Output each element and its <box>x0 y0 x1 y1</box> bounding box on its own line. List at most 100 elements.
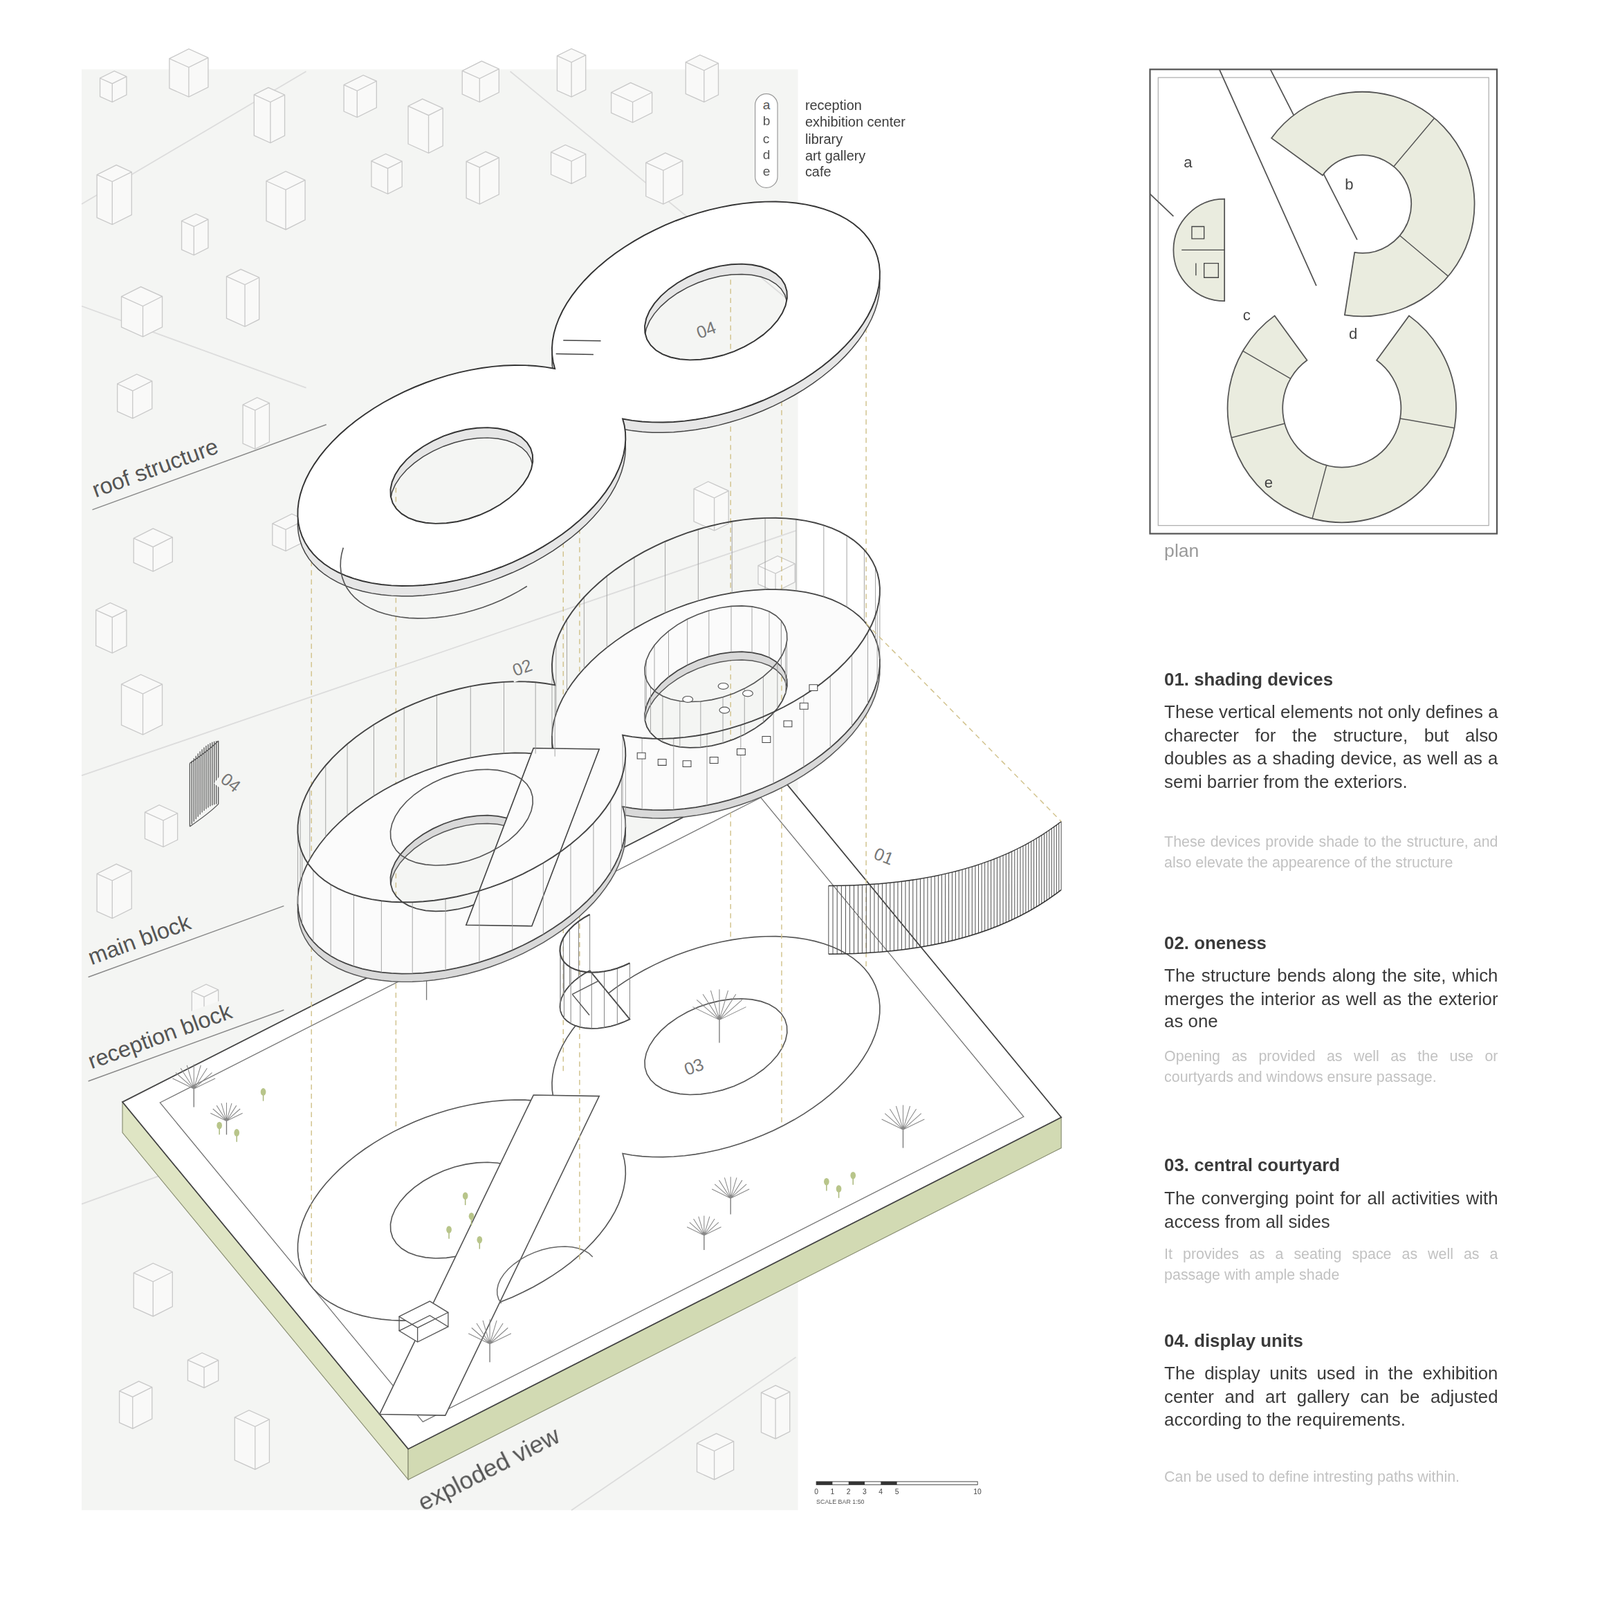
legend-text: art gallery <box>805 148 866 164</box>
section-heading: 02. oneness <box>1164 932 1267 954</box>
site-footprint <box>297 936 880 1322</box>
context-building <box>226 269 259 327</box>
context-building <box>133 1263 173 1317</box>
shrub-symbol <box>476 1236 483 1244</box>
reception-floor <box>559 970 630 1029</box>
scale-number: 4 <box>878 1487 883 1497</box>
reception-wall <box>560 914 631 1029</box>
cafe-seat <box>682 695 694 703</box>
context-building <box>96 603 127 654</box>
context-building <box>96 165 132 225</box>
context-building <box>646 152 683 205</box>
scale-number: 3 <box>862 1487 867 1497</box>
tree-symbol <box>468 1319 512 1363</box>
section-note: These devices provide shade to the struc… <box>1164 831 1498 873</box>
roof-ring <box>340 547 528 619</box>
scale-bar <box>816 1481 978 1485</box>
tree-branches <box>881 1105 925 1130</box>
plan-partition <box>1231 118 1455 519</box>
projection-line <box>395 395 397 1131</box>
context-building <box>266 171 306 230</box>
shrub-symbol <box>836 1184 842 1193</box>
legend-letter: d <box>762 148 771 164</box>
reception-partition <box>572 970 630 1019</box>
projection-line <box>866 623 1062 822</box>
shrub-symbol <box>233 1128 240 1137</box>
shrub-symbol <box>462 1192 469 1201</box>
plan-letter: b <box>1344 175 1354 193</box>
context-building <box>760 1385 790 1439</box>
shrub-symbol <box>850 1171 856 1180</box>
section-body: The display units used in the exhibition… <box>1164 1362 1498 1432</box>
context-building <box>685 55 719 103</box>
section-body: The structure bends along the site, whic… <box>1164 964 1498 1034</box>
cafe-seat <box>719 706 730 714</box>
context-building <box>462 60 499 102</box>
scale-segment <box>880 1481 897 1485</box>
tree-symbol <box>711 1176 750 1215</box>
tree-branches <box>210 1102 243 1122</box>
plan-letter: d <box>1348 324 1358 342</box>
shading-louvres <box>828 821 1062 954</box>
shrub-symbol <box>823 1178 830 1186</box>
legend-frame <box>755 94 778 189</box>
legend-letter: b <box>762 114 771 131</box>
context-building <box>169 49 209 97</box>
shrub-symbol <box>260 1088 267 1096</box>
shrub-symbol <box>216 1122 223 1130</box>
context-building <box>466 151 499 205</box>
plan-ring <box>1271 92 1475 317</box>
context-building <box>371 153 402 194</box>
tree-symbol <box>692 989 746 1043</box>
context-building <box>100 71 127 103</box>
plan-room <box>1181 226 1225 278</box>
legend-letter: c <box>762 131 770 147</box>
section-heading: 01. shading devices <box>1164 669 1333 691</box>
context-road <box>571 1357 797 1511</box>
scale-number: 5 <box>895 1487 900 1497</box>
projection-line <box>865 235 867 971</box>
context-building <box>234 1410 270 1470</box>
tree-branches <box>172 1064 216 1089</box>
shrub-symbol <box>446 1225 452 1234</box>
scale-number: 10 <box>973 1487 982 1497</box>
context-building <box>758 556 795 593</box>
roof-slot <box>556 340 602 355</box>
cafe-counter <box>637 684 818 768</box>
context-building <box>133 528 173 572</box>
legend-text: cafe <box>805 164 832 181</box>
projection-line <box>729 206 731 941</box>
legend-letter: a <box>762 98 771 114</box>
tree-branches <box>692 989 746 1020</box>
plan-frame <box>1149 69 1497 534</box>
context-road <box>81 306 307 389</box>
plan-ring <box>1227 315 1457 523</box>
context-building <box>253 87 285 144</box>
tree-symbol <box>686 1215 721 1250</box>
scale-number: 0 <box>814 1487 819 1497</box>
tree-branches <box>468 1319 512 1344</box>
plan-site <box>1157 77 1489 526</box>
context-building <box>187 1353 218 1388</box>
main-slab <box>297 589 880 974</box>
context-building <box>181 213 209 256</box>
cafe-seat <box>718 683 729 690</box>
context-building <box>697 1433 734 1480</box>
site-path <box>497 1246 593 1304</box>
scale-segment <box>848 1481 865 1485</box>
scale-segment <box>816 1481 833 1485</box>
context-building <box>242 397 270 449</box>
section-body: The converging point for all activities … <box>1164 1187 1498 1234</box>
section-heading: 03. central courtyard <box>1164 1155 1340 1176</box>
plan-drawing <box>1149 69 1497 534</box>
scale-caption: SCALE BAR 1:50 <box>816 1499 864 1506</box>
tree-branches <box>686 1215 721 1235</box>
section-note: It provides as a seating space as well a… <box>1164 1243 1498 1285</box>
callout-number: 01 <box>868 842 900 871</box>
section-note: Opening as provided as well as the use o… <box>1164 1045 1498 1087</box>
context-building <box>408 98 443 153</box>
section-body: These vertical elements not only defines… <box>1164 700 1498 793</box>
plan-letter: c <box>1243 306 1251 324</box>
